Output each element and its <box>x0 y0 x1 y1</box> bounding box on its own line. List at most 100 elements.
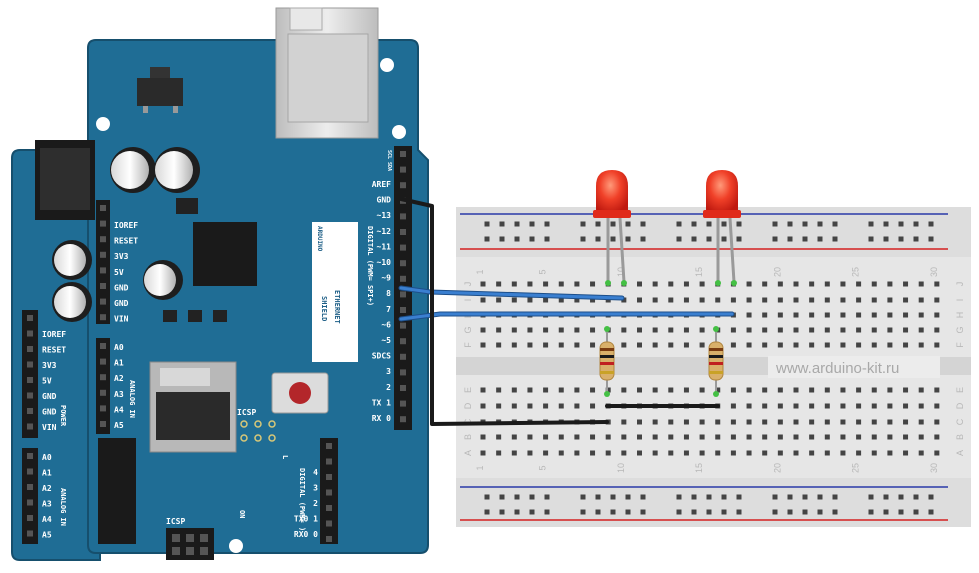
board-analog-header <box>22 448 38 544</box>
pin-label: A5 <box>42 531 52 540</box>
l-led-label: L <box>281 455 289 459</box>
pin-label: 7 <box>386 305 391 314</box>
pin-label: A0 <box>114 343 124 352</box>
smd-component <box>176 198 198 214</box>
pin-label: 3V3 <box>114 252 129 261</box>
wire-black-gnd <box>399 197 609 426</box>
pin-label: GND <box>42 408 57 417</box>
pin-label: AREF <box>372 180 391 189</box>
shield-name-line1: ETHERNET <box>333 290 341 324</box>
pin-label: RESET <box>42 346 66 355</box>
reset-button[interactable] <box>271 372 329 414</box>
pin-label: 8 <box>386 289 391 298</box>
row-letter: I <box>955 299 965 302</box>
pin-holes <box>27 151 406 555</box>
pin-label: 2 <box>313 499 318 508</box>
row-letter: J <box>463 282 473 287</box>
board-analog-section-label: ANALOG IN <box>59 488 67 526</box>
dc-power-jack <box>35 140 95 220</box>
column-number: 20 <box>772 267 782 277</box>
resistor-1 <box>599 326 615 397</box>
column-number: 30 <box>929 463 939 473</box>
led-1 <box>593 170 631 286</box>
mounting-hole <box>380 58 394 72</box>
digital-section-label: DIGITAL (PWM= SPI+) <box>366 226 374 306</box>
mounting-hole <box>229 539 243 553</box>
pin-label: RX0 0 <box>294 530 318 539</box>
row-letter: F <box>955 342 965 348</box>
row-letter: G <box>955 326 965 333</box>
row-letter: E <box>463 387 473 393</box>
capacitor <box>154 147 200 193</box>
pin-label: A3 <box>114 390 124 399</box>
column-number: 5 <box>538 269 548 274</box>
smd-component <box>188 310 202 322</box>
pin-label: 3 <box>386 367 391 376</box>
pin-label: A2 <box>42 484 52 493</box>
column-number: 15 <box>694 267 704 277</box>
mounting-hole <box>392 125 406 139</box>
row-letter: F <box>463 342 473 348</box>
pin-label: ~10 <box>377 258 392 267</box>
pin-label: 5V <box>42 377 52 386</box>
microcontroller-chip <box>98 438 136 544</box>
watermark: www.arduino-kit.ru <box>775 360 899 377</box>
icsp-header <box>166 528 214 560</box>
row-letter: B <box>955 434 965 440</box>
pin-label: RX 0 <box>372 414 391 423</box>
pin-label: TX0 1 <box>294 515 318 524</box>
mounting-hole <box>96 117 110 131</box>
row-letter: G <box>463 326 473 333</box>
pin-label: TX 1 <box>372 398 391 407</box>
pin-label: A2 <box>114 374 124 383</box>
pin-label: A5 <box>114 421 124 430</box>
row-letter: D <box>955 402 965 409</box>
ethernet-jack <box>275 7 379 139</box>
analog-section-label: ANALOG IN <box>128 380 136 418</box>
column-number: 1 <box>475 465 485 470</box>
brand-label: ARDUINO <box>316 226 323 252</box>
column-number: 10 <box>616 463 626 473</box>
column-number: 25 <box>851 267 861 277</box>
pin-label: VIN <box>114 315 129 324</box>
ethernet-controller-chip <box>193 222 257 286</box>
pin-label: GND <box>114 283 129 292</box>
pin-label: VIN <box>42 423 57 432</box>
pin-label: RESET <box>114 237 138 246</box>
pin-label: GND <box>114 299 129 308</box>
icsp-label: ICSP <box>237 408 256 417</box>
pin-label: SDCS <box>372 352 391 361</box>
smd-component <box>213 310 227 322</box>
board-power-header <box>22 310 38 438</box>
capacitor <box>143 260 183 300</box>
board-digital-section-label: DIGITAL (PWM= ) <box>298 468 306 531</box>
pin-label: GND <box>42 392 57 401</box>
column-number: 10 <box>616 267 626 277</box>
icsp-pads <box>240 420 276 442</box>
shield-name-line2: SHIELD <box>320 296 328 321</box>
pin-label: IOREF <box>114 221 138 230</box>
pin-label: ~5 <box>381 336 391 345</box>
row-letter: J <box>955 282 965 287</box>
shield-label-plate <box>312 222 358 362</box>
resistor-2 <box>708 326 724 397</box>
pin-label: 4 <box>313 468 318 477</box>
pin-label: GND <box>377 196 392 205</box>
pin-label: ~13 <box>377 211 392 220</box>
pin-label: A1 <box>114 359 124 368</box>
column-number: 15 <box>694 463 704 473</box>
smd-component <box>163 310 177 322</box>
pin-label: A4 <box>42 515 52 524</box>
pin-label: IOREF <box>42 330 66 339</box>
column-number: 30 <box>929 267 939 277</box>
pin-label: A0 <box>42 453 52 462</box>
column-number: 1 <box>475 269 485 274</box>
row-letter: A <box>955 450 965 456</box>
pin-label: A3 <box>42 500 52 509</box>
